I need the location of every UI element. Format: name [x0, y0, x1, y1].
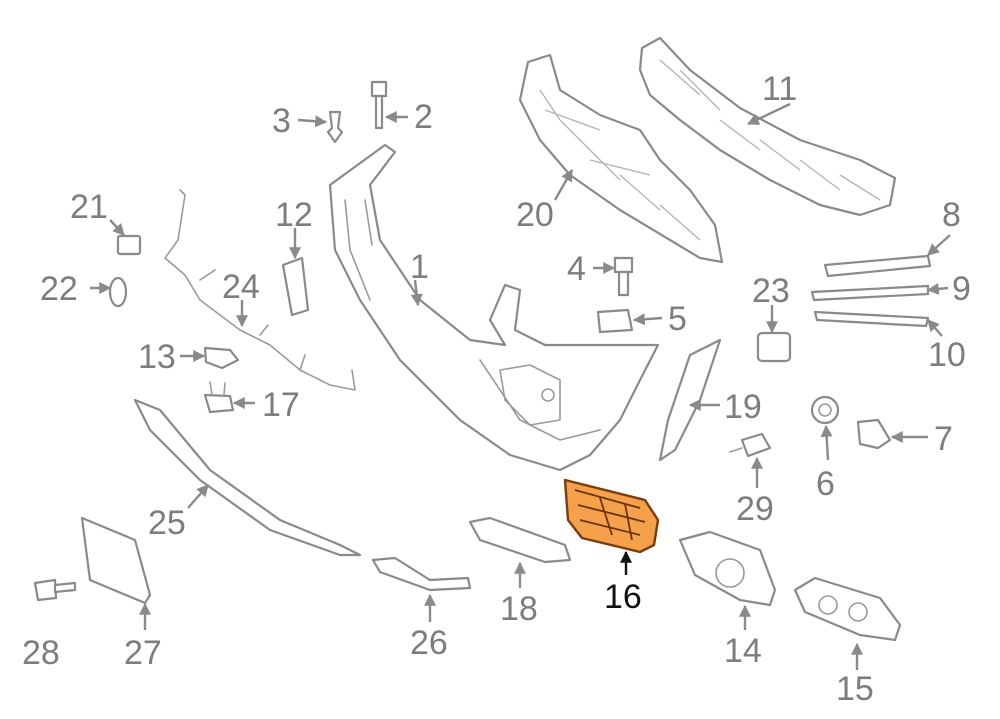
callout-3: 3 — [272, 102, 291, 140]
leader-1 — [410, 279, 423, 307]
callout-28: 28 — [22, 634, 60, 672]
callout-22: 22 — [40, 270, 78, 308]
part-14-fog-bezel — [678, 530, 777, 607]
part-10-trim-strip — [813, 310, 930, 328]
callout-5: 5 — [668, 300, 687, 338]
callout-7: 7 — [934, 420, 953, 458]
part-18-molding — [468, 516, 572, 564]
callout-14: 14 — [724, 632, 762, 670]
callout-4: 4 — [567, 250, 586, 288]
part-23-cap — [756, 331, 792, 363]
part-11-impact-bar — [638, 36, 897, 217]
callout-15: 15 — [836, 670, 874, 708]
part-29-sensor — [729, 432, 772, 458]
part-17-sensor-holder — [203, 381, 235, 414]
callout-27: 27 — [124, 634, 162, 672]
leader-21 — [109, 219, 125, 236]
part-26-grille-strip — [371, 556, 472, 592]
part-15-fog-bezel — [793, 576, 902, 642]
part-1-bumper-cover — [328, 143, 660, 472]
part-13-sensor — [203, 346, 240, 370]
part-24-wiring-harness — [164, 189, 356, 391]
part-16-highlighted — [563, 478, 660, 554]
part-5-clip — [596, 308, 634, 334]
callout-10: 10 — [928, 336, 966, 374]
callout-16: 16 — [604, 578, 642, 616]
callout-24: 24 — [222, 268, 260, 306]
callout-25: 25 — [148, 504, 186, 542]
callout-11: 11 — [762, 70, 797, 108]
part-19-side-trim — [658, 338, 722, 462]
part-9-trim-strip — [810, 284, 930, 302]
callout-19: 19 — [724, 388, 762, 426]
callout-18: 18 — [500, 590, 538, 628]
leader-10 — [927, 319, 943, 337]
callout-12: 12 — [275, 196, 313, 234]
callout-17: 17 — [262, 386, 300, 424]
callout-1: 1 — [410, 248, 429, 286]
part-22-ring — [108, 276, 128, 308]
part-3-push-pin — [326, 110, 344, 144]
part-12-bracket — [281, 256, 310, 317]
callout-21: 21 — [70, 188, 108, 226]
callout-20: 20 — [516, 196, 554, 234]
part-7-bolt — [856, 418, 892, 450]
part-25-lower-trim — [133, 398, 362, 557]
leader-25 — [187, 484, 209, 509]
callout-6: 6 — [816, 465, 835, 503]
part-28-bolt — [33, 578, 77, 602]
callout-labels: 1 2 3 4 5 6 7 8 9 10 11 12 13 14 15 16 1… — [22, 70, 971, 708]
part-27-plate-bracket — [80, 516, 152, 605]
leader-6 — [820, 424, 833, 461]
part-20-energy-absorber — [518, 53, 724, 264]
leader-3 — [297, 115, 328, 128]
leader-8 — [927, 234, 951, 256]
leader-11 — [746, 102, 791, 126]
callout-9: 9 — [952, 270, 971, 308]
part-21-connector — [116, 234, 142, 256]
leader-20 — [553, 168, 574, 201]
part-8-trim-strip — [823, 254, 932, 278]
callout-13: 13 — [138, 338, 176, 376]
part-2-bolt — [370, 80, 388, 130]
part-6-nut — [810, 395, 840, 425]
leader-lines — [90, 102, 951, 670]
callout-23: 23 — [752, 272, 790, 310]
leader-9 — [926, 282, 949, 295]
callout-2: 2 — [414, 98, 433, 136]
part-4-bolt — [613, 256, 634, 297]
leader-5 — [632, 313, 663, 326]
callout-29: 29 — [736, 490, 774, 528]
callout-8: 8 — [942, 196, 961, 234]
callout-26: 26 — [410, 624, 448, 662]
